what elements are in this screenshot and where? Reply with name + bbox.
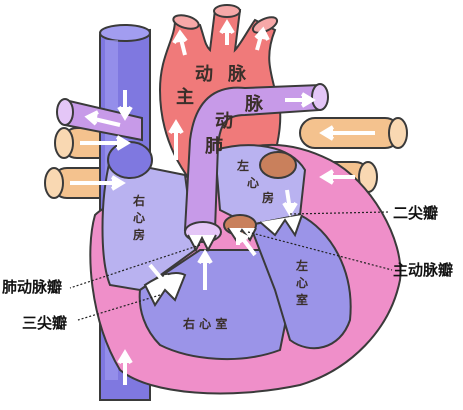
structure-labels: 主 动 脉 脉 动 肺 右 心 房 左 心 房 右 心 室 左 心 室 (132, 63, 308, 331)
label-aorta-2: 动 (195, 64, 213, 85)
arrow-pulm-left (84, 110, 121, 127)
label-pulmonary-3: 肺 (205, 136, 223, 157)
arrow-ra-down (148, 263, 170, 288)
arrow-vein-r2 (319, 169, 355, 185)
label-left-ventricle-1: 左 (295, 258, 308, 273)
callout-mitral-valve: 二尖瓣 (393, 204, 438, 222)
arrow-vein-l2 (70, 175, 126, 191)
label-right-atrium-3: 房 (133, 227, 145, 242)
arrow-aorta-up (168, 119, 184, 160)
arrow-ivc (117, 349, 133, 385)
arrow-la-down (282, 189, 298, 217)
left-atrium (213, 144, 307, 227)
callout-pulmonary-valve: 肺动脉瓣 (2, 278, 62, 296)
label-pulmonary-1: 脉 (244, 93, 264, 115)
label-right-atrium-2: 心 (133, 211, 145, 225)
callout-labels: 二尖瓣 主动脉瓣 肺动脉瓣 三尖瓣 (2, 204, 453, 332)
label-aorta-1: 主 (176, 86, 194, 108)
leader-aortic (247, 231, 393, 271)
callout-tricuspid-valve: 三尖瓣 (22, 314, 67, 332)
label-left-atrium-3: 房 (262, 190, 274, 205)
arrow-vein-l1 (80, 135, 131, 151)
label-left-atrium-2: 心 (247, 176, 259, 190)
callout-aortic-valve: 主动脉瓣 (393, 261, 453, 279)
label-right-ventricle: 右 心 室 (182, 316, 227, 331)
arrow-pulm-right (285, 92, 316, 108)
flow-arrows (70, 19, 375, 385)
aortic-valve (223, 214, 257, 242)
label-aorta-3: 脉 (227, 63, 247, 85)
label-left-ventricle-3: 室 (296, 292, 308, 307)
label-left-ventricle-2: 心 (296, 276, 308, 290)
label-left-atrium-1: 左 (236, 158, 249, 173)
arrow-aorta-3 (254, 26, 270, 51)
label-pulmonary-2: 动 (215, 111, 233, 132)
callout-lines (69, 211, 393, 321)
label-right-atrium-1: 右 (132, 193, 145, 208)
arrow-aorta-2 (219, 19, 235, 45)
leader-mitral (289, 211, 389, 215)
arrow-aorta-1 (172, 29, 188, 56)
arrow-lv-up (236, 229, 257, 257)
mitral-valve (259, 214, 303, 238)
arrow-vein-r1 (319, 125, 375, 141)
arrow-rv-up (197, 249, 213, 290)
left-ventricle (248, 213, 352, 350)
leader-pulmonary (69, 244, 201, 289)
arrow-svc (117, 90, 133, 121)
